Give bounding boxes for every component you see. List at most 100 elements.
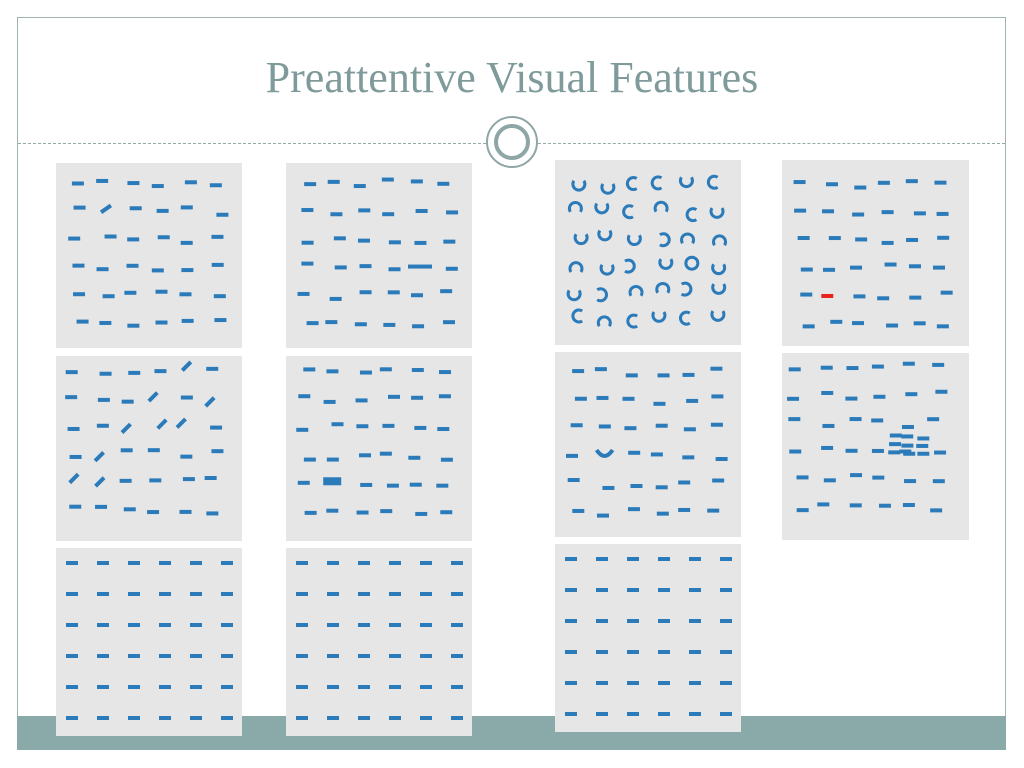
grid-dash bbox=[66, 654, 78, 658]
dash-glyph bbox=[149, 478, 162, 483]
dash-glyph bbox=[415, 511, 428, 516]
dash-glyph bbox=[823, 267, 836, 272]
dash-glyph bbox=[905, 392, 918, 397]
dash-glyph bbox=[932, 362, 945, 367]
open-arc-glyph bbox=[594, 202, 610, 215]
dash-glyph bbox=[354, 322, 367, 327]
dash-glyph bbox=[359, 290, 372, 295]
dash-glyph bbox=[934, 450, 947, 455]
open-arc-glyph bbox=[679, 310, 691, 326]
grid-dash bbox=[296, 592, 308, 596]
dash-glyph bbox=[306, 321, 319, 326]
grid-dash bbox=[565, 681, 577, 685]
dash-glyph bbox=[96, 267, 109, 272]
panel-width-glyphs bbox=[296, 367, 453, 516]
dash-glyph bbox=[602, 485, 615, 490]
dense-cluster-dash bbox=[917, 436, 930, 441]
dash-glyph bbox=[909, 295, 922, 300]
grid-dash bbox=[565, 619, 577, 623]
grid-dash bbox=[389, 561, 401, 565]
open-arc-glyph bbox=[622, 204, 634, 220]
dash-glyph bbox=[181, 268, 194, 273]
dash-glyph bbox=[849, 417, 862, 422]
grid-dash bbox=[159, 592, 171, 596]
grid-dash bbox=[596, 712, 608, 716]
dash-glyph bbox=[180, 240, 193, 245]
grid-dash bbox=[627, 619, 639, 623]
grid-dash bbox=[190, 561, 202, 565]
dash-glyph bbox=[211, 234, 224, 239]
grid-dash bbox=[358, 592, 370, 596]
dash-glyph bbox=[388, 267, 401, 272]
dash-glyph bbox=[180, 205, 193, 210]
dash-glyph bbox=[878, 503, 891, 508]
dash-glyph bbox=[871, 418, 884, 423]
grid-dash bbox=[658, 681, 670, 685]
dash-glyph bbox=[96, 423, 109, 428]
dash-glyph bbox=[682, 455, 695, 460]
grid-dash bbox=[358, 716, 370, 720]
dash-glyph bbox=[156, 208, 169, 213]
dash-glyph bbox=[333, 236, 346, 241]
dash-glyph bbox=[410, 179, 423, 184]
dash-glyph bbox=[358, 208, 371, 213]
dash-glyph bbox=[437, 427, 450, 432]
tilted-dash bbox=[68, 472, 80, 485]
dash-glyph bbox=[596, 395, 609, 400]
open-arc-glyph bbox=[566, 289, 582, 302]
grid-dash bbox=[689, 619, 701, 623]
dash-glyph bbox=[127, 181, 140, 186]
grid-dash bbox=[128, 654, 140, 658]
dash-glyph bbox=[906, 237, 919, 242]
open-arc-glyph bbox=[571, 179, 587, 192]
curved-dash-target bbox=[594, 448, 615, 458]
dash-glyph bbox=[99, 371, 112, 376]
dash-glyph bbox=[821, 390, 834, 395]
grid-dash bbox=[128, 685, 140, 689]
dash-glyph bbox=[303, 457, 316, 462]
grid-dash bbox=[97, 685, 109, 689]
dash-glyph bbox=[800, 267, 813, 272]
dash-glyph bbox=[127, 237, 140, 242]
open-arc-glyph bbox=[678, 176, 694, 189]
dash-glyph bbox=[72, 263, 85, 268]
grid-dash bbox=[66, 716, 78, 720]
open-arc-glyph bbox=[599, 264, 615, 276]
dash-glyph bbox=[932, 479, 945, 484]
panel-grid-1 bbox=[56, 548, 242, 736]
grid-dash bbox=[451, 716, 463, 720]
dash-glyph bbox=[682, 372, 695, 377]
dash-glyph bbox=[121, 399, 134, 404]
grid-dash bbox=[389, 685, 401, 689]
thick-dash-target bbox=[323, 477, 342, 486]
dash-glyph bbox=[904, 479, 917, 484]
dash-glyph bbox=[850, 473, 863, 478]
dash-glyph bbox=[678, 507, 691, 512]
dash-glyph bbox=[204, 476, 217, 481]
title-divider-right bbox=[538, 143, 1005, 144]
grid-dash bbox=[720, 619, 732, 623]
dash-glyph bbox=[382, 212, 395, 217]
dense-cluster-dash bbox=[917, 451, 930, 456]
dash-glyph bbox=[357, 238, 370, 243]
open-arc-glyph bbox=[596, 315, 612, 328]
dash-glyph bbox=[822, 423, 835, 428]
dash-glyph bbox=[871, 364, 884, 369]
dash-glyph bbox=[387, 290, 400, 295]
grid-dash bbox=[451, 561, 463, 565]
dash-glyph bbox=[796, 475, 809, 480]
dash-glyph bbox=[179, 292, 192, 297]
dash-glyph bbox=[326, 508, 339, 513]
panel-color bbox=[782, 160, 969, 346]
dash-glyph bbox=[213, 294, 226, 299]
dash-glyph bbox=[927, 417, 940, 422]
panel-curvature bbox=[555, 352, 741, 537]
dash-glyph bbox=[356, 510, 369, 515]
grid-dash bbox=[451, 623, 463, 627]
circle-ornament-icon bbox=[486, 116, 538, 168]
dash-glyph bbox=[797, 236, 810, 241]
grid-dash bbox=[327, 654, 339, 658]
dash-glyph bbox=[820, 365, 833, 370]
dash-glyph bbox=[821, 445, 834, 450]
grid-dash bbox=[221, 561, 233, 565]
